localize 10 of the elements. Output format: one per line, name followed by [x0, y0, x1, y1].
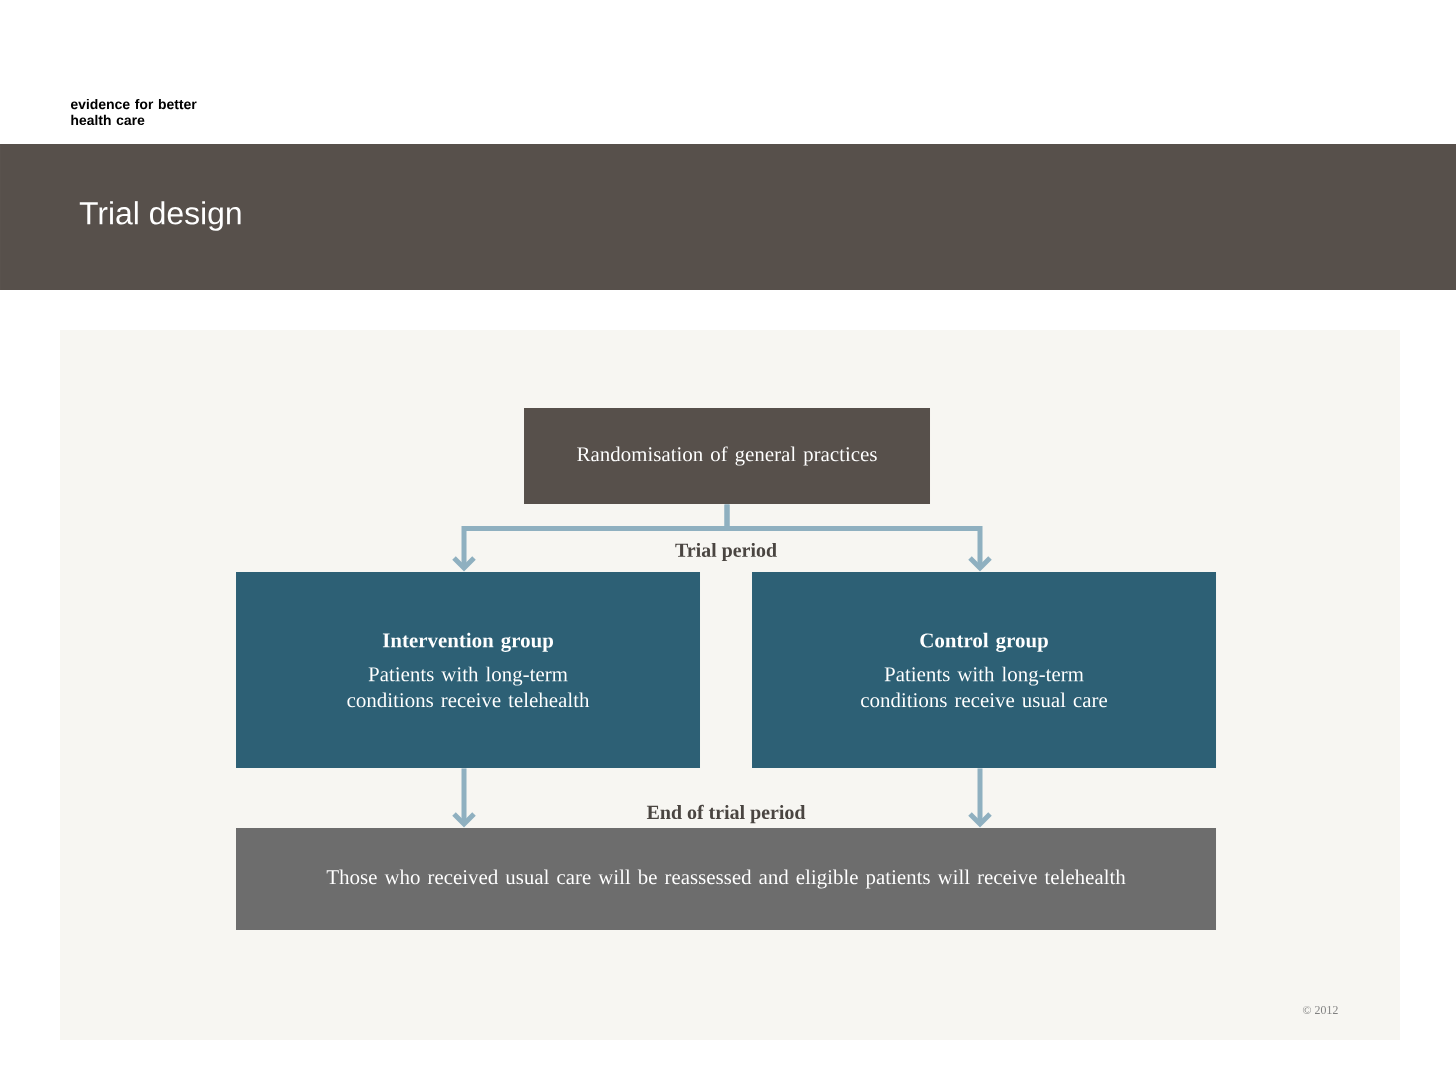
- slide-title: Trial design: [79, 201, 241, 231]
- arrow: [968, 768, 992, 828]
- outcome-box: Those who received usual care will be reassessed and eligible patients will receive telehealth: [236, 828, 1216, 930]
- group-box: Intervention group Patients with long-term conditions receive telehealth: [236, 572, 700, 768]
- randomisation-box: Randomisation of general practices: [524, 408, 930, 504]
- period-label: Trial period: [675, 542, 777, 562]
- arrow: [452, 768, 476, 828]
- arrow: [724, 504, 992, 572]
- period-label: End of trial period: [646, 804, 806, 824]
- group-box: Control group Patients with long-term conditions receive usual care: [752, 572, 1216, 768]
